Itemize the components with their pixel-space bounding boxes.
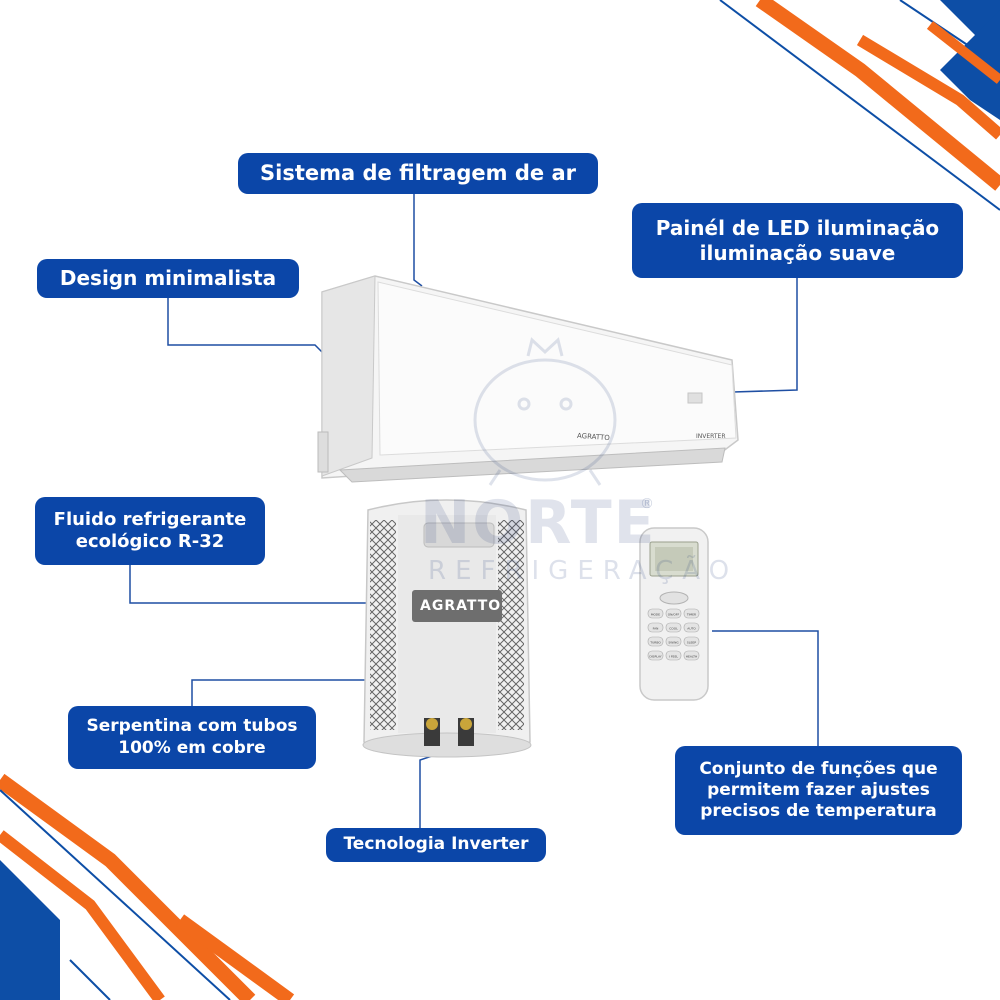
outdoor-unit <box>362 499 532 758</box>
remote-button-label: TIMER <box>686 613 696 617</box>
remote-button-label: SLEEP <box>687 641 696 645</box>
connector-design <box>167 298 323 353</box>
label-inverter-text: Tecnologia Inverter <box>343 834 529 855</box>
remote-button-label: COOL <box>669 627 678 631</box>
label-serpentina: Serpentina com tubos 100% em cobre <box>68 706 316 769</box>
remote-button <box>683 650 700 661</box>
remote-button <box>647 608 664 619</box>
connector-inverter <box>419 754 436 828</box>
label-serpentina-line1: Serpentina com tubos <box>86 716 298 737</box>
watermark-bear-icon <box>473 337 617 486</box>
label-funcoes: Conjunto de funções que permitem fazer a… <box>675 746 962 835</box>
watermark-reg-mark: ® <box>640 496 654 512</box>
label-funcoes-line1: Conjunto de funções que <box>699 758 938 779</box>
indoor-inverter-badge: INVERTER <box>696 433 726 440</box>
label-led: Painél de LED iluminação iluminação suav… <box>632 203 963 278</box>
remote-button <box>683 636 700 647</box>
remote-button-label: HEALTH <box>686 655 698 659</box>
bottom-left-corner-decoration <box>0 773 295 1000</box>
label-fluido: Fluido refrigerante ecológico R-32 <box>35 497 265 565</box>
label-serpentina-line2: 100% em cobre <box>118 737 266 758</box>
remote-button-label: SWING <box>668 641 679 645</box>
remote-button <box>665 622 682 633</box>
connector-filtragem <box>413 194 423 287</box>
label-design: Design minimalista <box>37 259 299 298</box>
label-fluido-line2: ecológico R-32 <box>75 531 225 552</box>
remote-button <box>665 636 682 647</box>
remote-button-label: ON/OFF <box>668 613 680 617</box>
remote-button <box>647 636 664 647</box>
label-funcoes-line2: permitem fazer ajustes <box>707 779 930 800</box>
label-funcoes-line3: precisos de temperatura <box>700 801 937 822</box>
remote-control-illustration: MODE ON/OFF TIMER FAN COOL AUTO TURBO SWING SLEE… <box>639 527 709 701</box>
remote-button-label: MODE <box>651 613 660 617</box>
remote-button-label: FAN <box>653 627 659 631</box>
label-inverter: Tecnologia Inverter <box>326 828 546 862</box>
connector-fluido <box>129 565 372 604</box>
remote-button-label: AUTO <box>687 627 696 631</box>
watermark-subtitle: REFRIGERAÇÃO <box>428 556 739 586</box>
remote-button-label: TURBO <box>649 641 661 645</box>
connector-funcoes <box>712 630 819 746</box>
remote-button <box>647 650 664 661</box>
connector-lines <box>129 194 819 828</box>
remote-button <box>665 650 682 661</box>
label-design-text: Design minimalista <box>59 266 277 290</box>
label-filtragem-text: Sistema de filtragem de ar <box>260 161 576 186</box>
remote-button-label: DISPLAY <box>649 655 661 659</box>
label-led-line2: iluminação suave <box>699 240 896 265</box>
top-right-corner-decoration <box>719 0 1000 211</box>
indoor-unit <box>317 275 739 483</box>
remote-button <box>683 622 700 633</box>
label-fluido-line1: Fluido refrigerante <box>53 508 247 530</box>
remote-button-label: I FEEL <box>669 655 678 659</box>
remote-button <box>683 608 700 619</box>
remote-button-grid: MODE ON/OFF TIMER FAN COOL AUTO TURBO SWING SLEE… <box>647 608 700 661</box>
label-led-line1: Painél de LED iluminação <box>655 215 940 240</box>
connector-led <box>732 278 798 393</box>
watermark-name: NORTE <box>420 488 657 558</box>
remote-button <box>647 622 664 633</box>
label-filtragem: Sistema de filtragem de ar <box>238 153 598 194</box>
outdoor-brand-text: AGRATTO <box>420 598 502 614</box>
remote-button <box>665 608 682 619</box>
connector-serpentina <box>191 679 372 706</box>
